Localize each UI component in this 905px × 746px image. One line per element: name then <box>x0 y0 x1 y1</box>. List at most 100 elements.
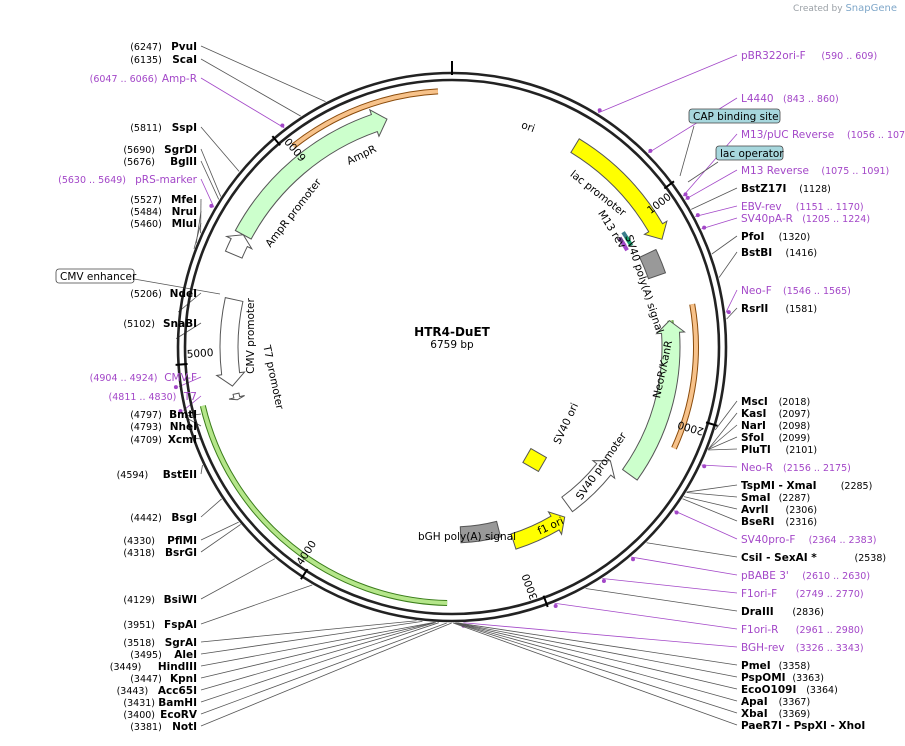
site-pfoi[interactable]: PfoI <box>741 231 764 243</box>
primer-ebv-rev[interactable]: EBV-rev <box>741 201 782 213</box>
site-noti[interactable]: NotI <box>172 721 197 733</box>
orange-neo-arc-arc <box>672 303 698 450</box>
sv40-ori-feature[interactable] <box>522 447 548 473</box>
primer-pbabe-3[interactable]: pBABE 3' <box>741 570 789 582</box>
position-sgrai: (3518) <box>123 638 155 649</box>
neor-kanr-feature[interactable] <box>621 319 686 481</box>
leader-smai <box>686 492 738 498</box>
site-apai[interactable]: ApaI <box>741 696 768 708</box>
site-pmei[interactable]: PmeI <box>741 660 771 672</box>
site-sspi[interactable]: SspI <box>172 122 197 134</box>
site-smai[interactable]: SmaI <box>741 492 771 504</box>
primer-f1ori-f[interactable]: F1ori-F <box>741 588 777 600</box>
primer-pbr322ori-f[interactable]: pBR322ori-F <box>741 50 806 62</box>
ampr-promoter-feature[interactable] <box>224 234 254 259</box>
site-ndei[interactable]: NdeI <box>170 288 197 300</box>
sv40-poly-a-signal-feature[interactable] <box>638 248 667 280</box>
lac-operator-box[interactable] <box>715 145 784 161</box>
site-bstbi[interactable]: BstBI <box>741 247 772 259</box>
sv40-promoter-feature[interactable] <box>561 460 616 513</box>
site-alei[interactable]: AleI <box>174 649 197 661</box>
primer-neo-f[interactable]: Neo-F <box>741 285 772 297</box>
leader-draiii <box>585 588 738 612</box>
tick-mark <box>271 135 281 146</box>
f1-ori-feature[interactable] <box>510 510 566 550</box>
ampr-feature[interactable] <box>234 108 388 240</box>
site-bsrgi[interactable]: BsrGI <box>165 547 197 559</box>
site-sgrdi[interactable]: SgrDI <box>164 144 197 156</box>
site-kasi[interactable]: KasI <box>741 408 766 420</box>
primer-t7[interactable]: T7 <box>183 391 197 403</box>
site-xcmi[interactable]: XcmI <box>168 434 197 446</box>
tick-label: 1000 <box>645 191 674 217</box>
site-paer7i-pspxi-xhoi[interactable]: PaeR7I - PspXI - XhoI <box>741 720 865 732</box>
site-sgrai[interactable]: SgrAI <box>165 637 197 649</box>
site-nrui[interactable]: NruI <box>172 206 197 218</box>
site-kpni[interactable]: KpnI <box>170 673 197 685</box>
site-xbai[interactable]: XbaI <box>741 708 768 720</box>
primer-m13-puc-reverse[interactable]: M13/pUC Reverse <box>741 129 834 141</box>
position-bsrgi: (4318) <box>123 548 155 559</box>
site-avrii[interactable]: AvrII <box>741 504 769 516</box>
leader-paer7i-pspxi-xhoi <box>453 622 738 726</box>
site-scai[interactable]: ScaI <box>172 54 197 66</box>
primer-site-marker <box>674 510 679 515</box>
site-snabi[interactable]: SnaBI <box>163 318 197 330</box>
site-bamhi[interactable]: BamHI <box>158 697 197 709</box>
position-bamhi: (3431) <box>123 698 155 709</box>
site-hindiii[interactable]: HindIII <box>158 661 197 673</box>
cmv-promoter-feature[interactable] <box>215 297 246 387</box>
ori-feature[interactable] <box>570 138 668 240</box>
primer-f1ori-r[interactable]: F1ori-R <box>741 624 778 636</box>
site-bsiwi[interactable]: BsiWI <box>164 594 197 606</box>
site-msci[interactable]: MscI <box>741 396 768 408</box>
site-pvui[interactable]: PvuI <box>171 41 197 53</box>
position-cmv-f: (4904 .. 4924) <box>90 373 158 384</box>
primer-m13-reverse[interactable]: M13 Reverse <box>741 165 809 177</box>
position-amp-r: (6047 .. 6066) <box>90 74 158 85</box>
primer-bgh-rev[interactable]: BGH-rev <box>741 642 785 654</box>
primer-sv40pa-r[interactable]: SV40pA-R <box>741 213 793 225</box>
site-fspai[interactable]: FspAI <box>164 619 197 631</box>
site-mlui[interactable]: MluI <box>172 218 197 230</box>
site-bstz17i[interactable]: BstZ17I <box>741 183 786 195</box>
site-ecoo109i[interactable]: EcoO109I <box>741 684 796 696</box>
primer-site-marker <box>173 385 178 390</box>
primer-site-marker <box>553 604 558 609</box>
site-ecorv[interactable]: EcoRV <box>160 709 198 721</box>
site-rsrii[interactable]: RsrII <box>741 303 768 315</box>
site-csii-sexai[interactable]: CsiI - SexAI * <box>741 552 817 564</box>
site-tspmi-xmai[interactable]: TspMI - XmaI <box>741 480 817 492</box>
primer-neo-r[interactable]: Neo-R <box>741 462 773 474</box>
site-pspomi[interactable]: PspOMI <box>741 672 786 684</box>
credit-prefix: Created by <box>793 4 843 14</box>
primer-cmv-f[interactable]: CMV-F <box>164 372 197 384</box>
sv40-promoter-label: SV40 promoter <box>574 430 630 502</box>
primer-prs-marker[interactable]: pRS-marker <box>135 174 198 186</box>
site-bsgi[interactable]: BsgI <box>171 512 197 524</box>
bgh-poly-a-signal-feature[interactable] <box>459 520 502 544</box>
site-sfoi[interactable]: SfoI <box>741 432 764 444</box>
site-bseri[interactable]: BseRI <box>741 516 774 528</box>
site-nari[interactable]: NarI <box>741 420 766 432</box>
site-labels: PvuI(6247)ScaI(6135)Amp-R(6047 .. 6066)S… <box>58 41 905 733</box>
site-bmti[interactable]: BmtI <box>169 409 197 421</box>
primer-amp-r[interactable]: Amp-R <box>162 73 197 85</box>
leader-bseri <box>682 498 738 522</box>
leader-bglii <box>200 160 220 200</box>
site-bsteii[interactable]: BstEII <box>163 469 197 481</box>
site-pflmi[interactable]: PflMI <box>167 535 197 547</box>
primer-sv40pro-f[interactable]: SV40pro-F <box>741 534 795 546</box>
site-nhei[interactable]: NheI <box>170 421 197 433</box>
site-acc65i[interactable]: Acc65I <box>158 685 197 697</box>
site-bglii[interactable]: BglII <box>170 156 197 168</box>
leader-pbabe-3 <box>631 556 738 576</box>
site-pluti[interactable]: PluTI <box>741 444 771 456</box>
position-sfoi: (2099) <box>779 433 811 444</box>
site-draiii[interactable]: DraIII <box>741 606 774 618</box>
site-mfei[interactable]: MfeI <box>171 194 197 206</box>
cap-binding-site-box[interactable] <box>688 108 781 124</box>
primer-l4440[interactable]: L4440 <box>741 93 774 105</box>
t7-promoter-feature[interactable] <box>228 392 245 401</box>
cmv-enhancer-box[interactable] <box>55 268 135 284</box>
